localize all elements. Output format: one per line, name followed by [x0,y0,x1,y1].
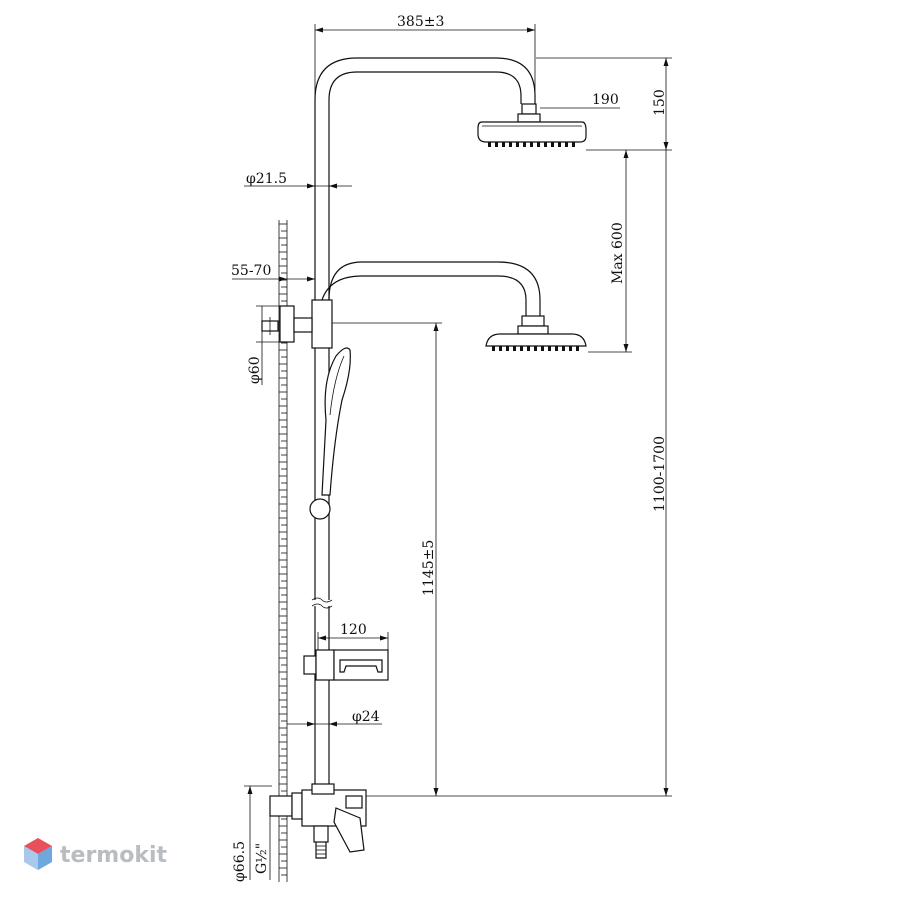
dim-thread: G½" [254,843,270,874]
dim-flange-diameter: φ60 [247,356,263,384]
upper-pipe [314,57,536,300]
overhead-shower-top [477,103,587,147]
telescopic-joint [311,299,333,349]
dim-outlet-height: 1145±5 [421,540,437,596]
soap-shelf [303,649,389,681]
mixer [269,783,367,859]
wall-bracket [261,305,313,343]
dim-mixer-flange: φ66.5 [232,841,248,882]
dim-arm-length: 385±3 [397,14,444,30]
hand-shower [309,347,351,520]
termokit-logo: termokit [24,838,167,870]
dim-max-adjust: Max 600 [610,222,626,284]
dim-overhead-height: 150 [652,89,668,116]
dimension-lines [232,24,672,880]
dim-wall-distance: 55-70 [231,263,271,279]
lower-arm [321,261,587,351]
cube-icon [24,838,52,870]
dim-total-height: 1100-1700 [652,436,668,512]
dim-overhead-diameter: 190 [592,92,619,108]
dim-pipe-diameter: φ21.5 [246,171,287,187]
brand-name: termokit [60,843,167,868]
dim-lower-pipe-diameter: φ24 [352,709,380,725]
dim-shelf-width: 120 [340,622,367,638]
